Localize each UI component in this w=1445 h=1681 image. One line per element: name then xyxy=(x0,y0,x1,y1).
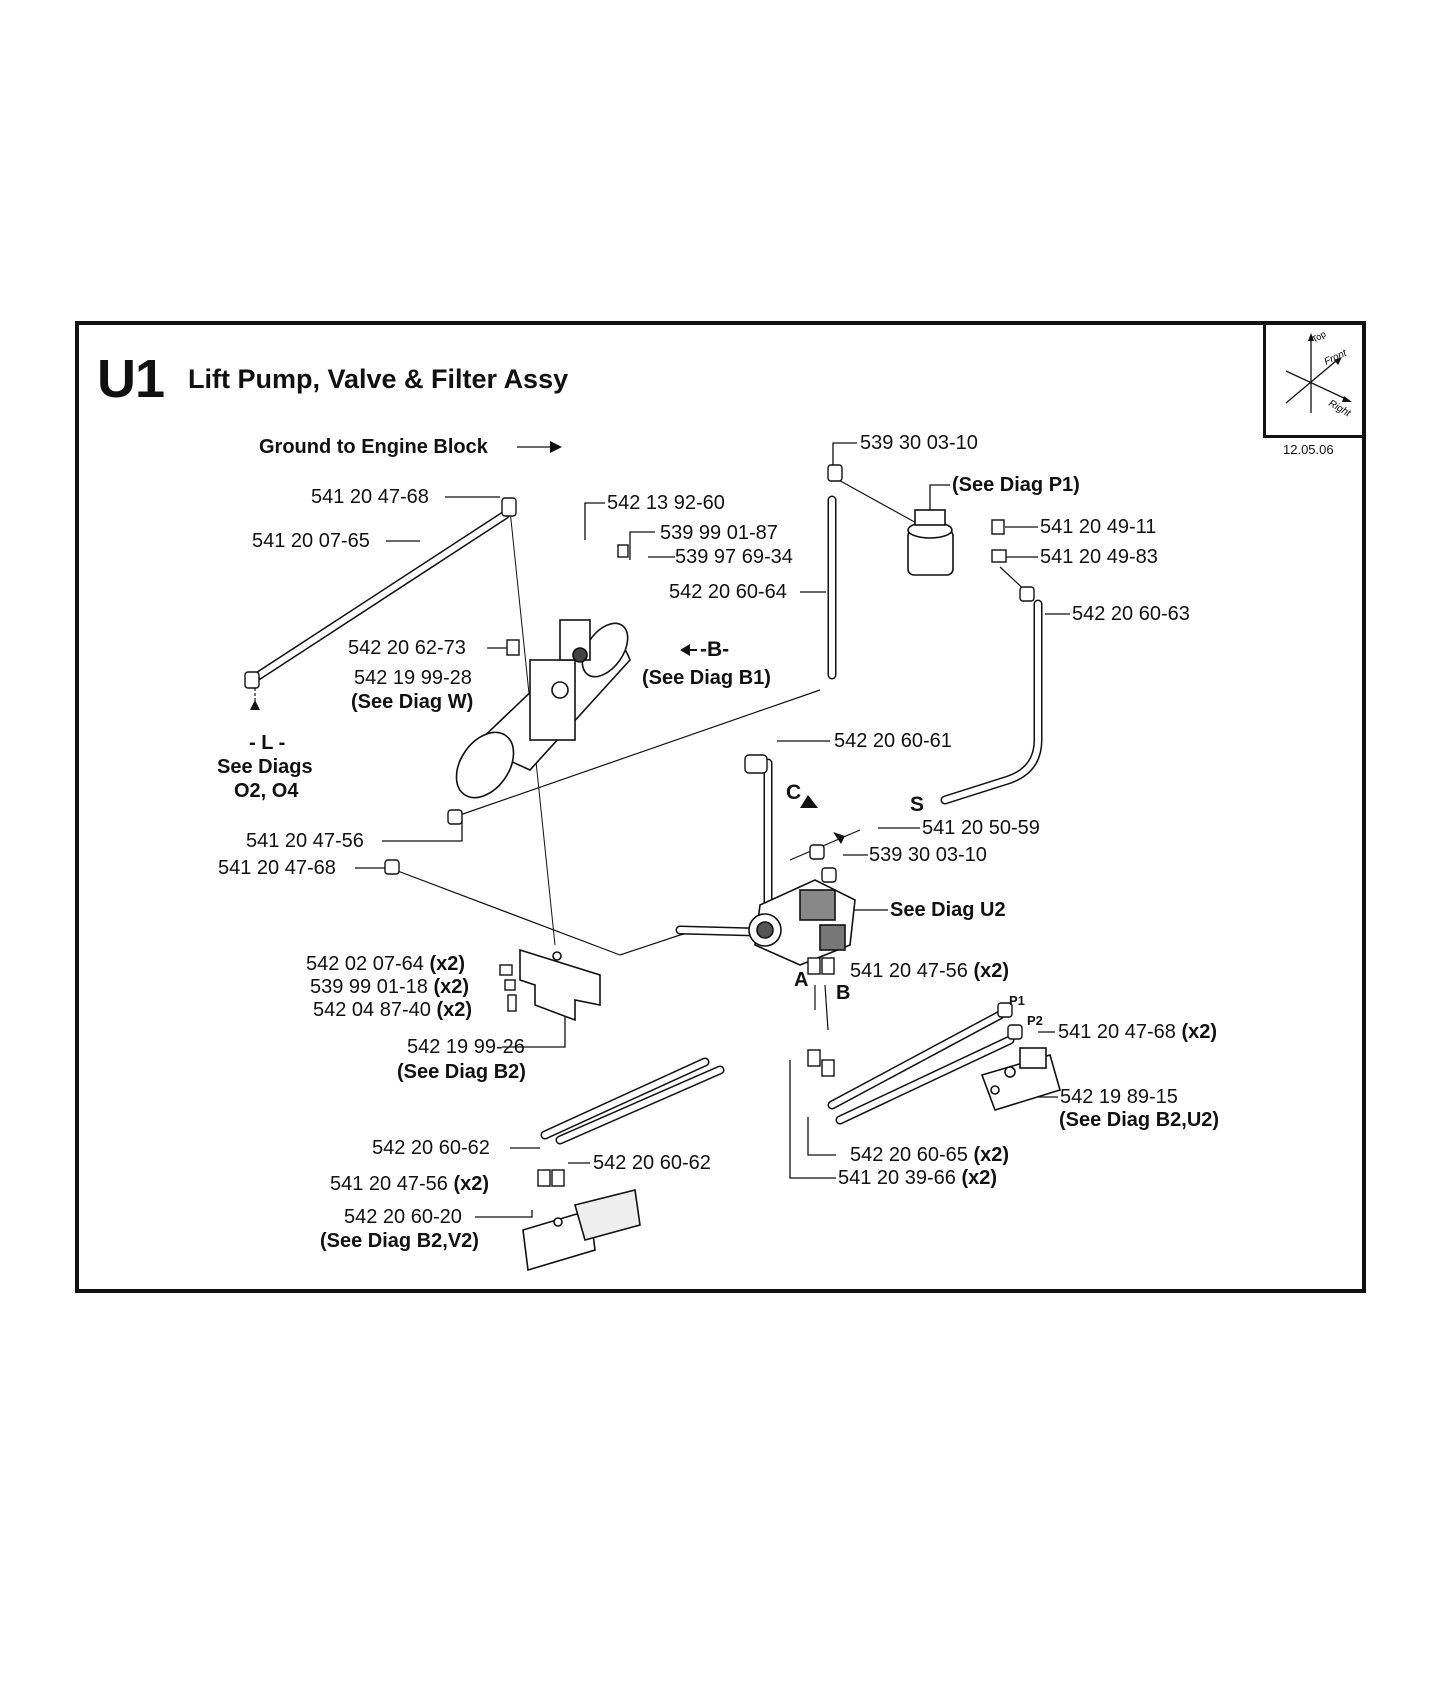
ref-see-diag-b2-u2: (See Diag B2,U2) xyxy=(1059,1109,1220,1131)
marker-b: -B- xyxy=(700,638,730,661)
ref-see-diags: See Diags xyxy=(217,756,313,778)
port-b: B xyxy=(836,982,851,1004)
hydraulic-pump-valve xyxy=(748,879,856,966)
label-ground-to-engine-block: Ground to Engine Block xyxy=(259,436,488,458)
part-542-19-99-28: 542 19 99-28 xyxy=(354,667,472,689)
part-539-99-01-18: 539 99 01-18 (x2) xyxy=(310,976,469,998)
part-541-20-49-83: 541 20 49-83 xyxy=(1040,546,1158,568)
part-542-20-60-65: 542 20 60-65 (x2) xyxy=(850,1144,1009,1166)
qty-x2: (x2) xyxy=(453,1173,490,1195)
diagram-frame xyxy=(75,321,1366,1293)
leader-542-19-99-26 xyxy=(502,1010,566,1048)
qty-x2: (x2) xyxy=(436,999,473,1021)
part-542-20-60-64: 542 20 60-64 xyxy=(669,581,787,603)
part-number: 541 20 47-56 xyxy=(330,1173,448,1195)
ref-o2-o4: O2, O4 xyxy=(234,780,299,802)
fittings xyxy=(244,464,1035,1187)
ref-see-diag-b2-v2: (See Diag B2,V2) xyxy=(320,1230,479,1252)
port-a: A xyxy=(794,969,809,991)
part-542-20-60-20: 542 20 60-20 xyxy=(344,1206,462,1228)
part-number: 542 04 87-40 xyxy=(313,999,431,1021)
part-541-20-39-66: 541 20 39-66 (x2) xyxy=(838,1167,997,1189)
diagram-date: 12.05.06 xyxy=(1283,442,1334,457)
part-541-20-47-56-b: 541 20 47-56 (x2) xyxy=(850,960,1009,982)
arrow-s xyxy=(833,832,845,844)
qty-x2: (x2) xyxy=(429,953,466,975)
diagram-code: U1 xyxy=(97,349,165,409)
part-542-20-60-61: 542 20 60-61 xyxy=(834,730,952,752)
qty-x2: (x2) xyxy=(433,976,470,998)
arrow-b xyxy=(680,644,690,656)
part-541-20-47-68-c: 541 20 47-68 (x2) xyxy=(1058,1021,1217,1043)
part-541-20-47-68-a: 541 20 47-68 xyxy=(311,486,429,508)
orientation-compass: Top Front Right xyxy=(1263,321,1366,438)
arrow-ground xyxy=(550,441,562,453)
leader-542-20-60-65 xyxy=(807,1117,836,1156)
compass-axes-icon: Top Front Right xyxy=(1285,329,1353,420)
arrow-l xyxy=(250,700,260,710)
leader-539-99-01-87 xyxy=(629,531,655,560)
part-542-20-60-62-a: 542 20 60-62 xyxy=(372,1137,490,1159)
arrows xyxy=(250,441,845,844)
qty-x2: (x2) xyxy=(1181,1021,1218,1043)
leader-542-13-92-60 xyxy=(584,502,605,540)
part-541-20-50-59: 541 20 50-59 xyxy=(922,817,1040,839)
part-number: 542 02 07-64 xyxy=(306,953,424,975)
part-542-20-60-62-b: 542 20 60-62 xyxy=(593,1152,711,1174)
part-number: 541 20 47-56 xyxy=(850,960,968,982)
leader-541-20-39-66 xyxy=(789,1060,836,1179)
ref-see-diag-w: (See Diag W) xyxy=(351,691,474,713)
part-541-20-47-56-c: 541 20 47-56 (x2) xyxy=(330,1173,489,1195)
part-539-30-03-10-a: 539 30 03-10 xyxy=(860,432,978,454)
leader-541-20-47-56-a xyxy=(382,820,463,842)
qty-x2: (x2) xyxy=(973,960,1010,982)
leader-539-30-03-10-a xyxy=(832,442,857,470)
leader-542-20-60-20 xyxy=(475,1210,533,1218)
hoses xyxy=(250,495,1043,1145)
part-539-30-03-10-b: 539 30 03-10 xyxy=(869,844,987,866)
ref-see-diag-p1: (See Diag P1) xyxy=(952,474,1080,496)
part-542-02-07-64: 542 02 07-64 (x2) xyxy=(306,953,465,975)
part-542-04-87-40: 542 04 87-40 (x2) xyxy=(313,999,472,1021)
part-541-20-49-11: 541 20 49-11 xyxy=(1040,516,1157,538)
part-number: 541 20 47-68 xyxy=(1058,1021,1176,1043)
qty-x2: (x2) xyxy=(973,1144,1010,1166)
leader-see-p1 xyxy=(929,484,950,520)
marker-s: S xyxy=(910,793,925,816)
arrow-c xyxy=(800,795,818,808)
part-539-99-01-87: 539 99 01-87 xyxy=(660,522,778,544)
ref-see-diag-b1: (See Diag B1) xyxy=(642,667,771,689)
part-541-20-07-65: 541 20 07-65 xyxy=(252,530,370,552)
part-542-20-62-73: 542 20 62-73 xyxy=(348,637,466,659)
part-542-20-60-63: 542 20 60-63 xyxy=(1072,603,1190,625)
oil-filter xyxy=(907,509,954,576)
ref-see-diag-u2: See Diag U2 xyxy=(890,899,1006,921)
control-valve-block-right xyxy=(980,1047,1061,1111)
marker-c: C xyxy=(786,781,802,804)
port-p1: P1 xyxy=(1009,993,1025,1008)
part-542-19-89-15: 542 19 89-15 xyxy=(1060,1086,1178,1108)
part-541-20-47-68-b: 541 20 47-68 xyxy=(218,857,336,879)
mounting-bracket xyxy=(519,948,601,1022)
part-number: 542 20 60-65 xyxy=(850,1144,968,1166)
marker-l: - L - xyxy=(249,732,286,754)
part-542-19-99-26: 542 19 99-26 xyxy=(407,1036,525,1058)
port-p2: P2 xyxy=(1027,1013,1043,1028)
part-number: 541 20 39-66 xyxy=(838,1167,956,1189)
part-539-97-69-34: 539 97 69-34 xyxy=(675,546,793,568)
qty-x2: (x2) xyxy=(961,1167,998,1189)
part-number: 539 99 01-18 xyxy=(310,976,428,998)
part-541-20-47-56-a: 541 20 47-56 xyxy=(246,830,364,852)
ref-see-diag-b2: (See Diag B2) xyxy=(397,1061,526,1083)
diagram-title: Lift Pump, Valve & Filter Assy xyxy=(188,364,569,394)
part-542-13-92-60: 542 13 92-60 xyxy=(607,492,725,514)
lift-pump-motor xyxy=(455,619,631,799)
control-valve-block-bottom xyxy=(522,1189,641,1272)
